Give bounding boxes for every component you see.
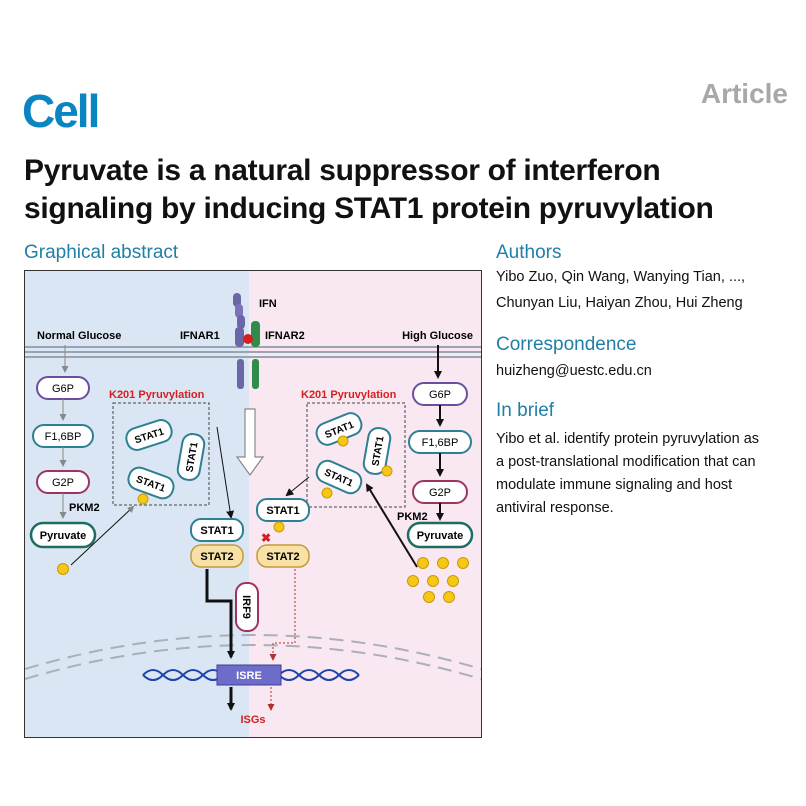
in-brief-line-2: a post-translational modification that c… — [496, 454, 756, 470]
correspondence-email[interactable]: huizheng@uestc.edu.cn — [496, 363, 652, 379]
k201-box-left — [112, 402, 210, 506]
f16bp-right: F1,6BP — [422, 437, 459, 449]
ifn-ligand-icon — [233, 293, 245, 329]
in-brief-line-1: Yibo et al. identify protein pyruvylatio… — [496, 431, 760, 447]
block-mark-icon: ✖ — [261, 531, 271, 545]
stat1-dimer-left: STAT1 — [200, 525, 233, 537]
stat1-right-b: STAT1 — [370, 435, 386, 467]
authors-heading: Authors — [496, 242, 562, 263]
signal-arrow-icon — [235, 408, 265, 477]
ifnar2-icon — [252, 359, 259, 389]
pyruvate-right: Pyruvate — [417, 530, 463, 542]
stat1-right-single: STAT1 — [266, 505, 299, 517]
authors-line-2: Chunyan Liu, Haiyan Zhou, Hui Zheng — [496, 295, 743, 311]
graphical-abstract-figure: IFN IFNAR1 IFNAR2 Normal Glucose G6P F1,… — [24, 270, 482, 738]
k201-box-right — [306, 402, 406, 508]
ifnar1-icon — [237, 359, 244, 389]
nuclear-envelope — [25, 634, 481, 680]
isre-box — [216, 664, 282, 686]
ifnar2-label: IFNAR2 — [265, 330, 305, 342]
pkm2-right: PKM2 — [397, 511, 428, 523]
k201-label-right: K201 Pyruvylation — [301, 389, 397, 401]
g2p-left: G2P — [52, 477, 74, 489]
cell-membrane — [25, 346, 481, 358]
g6p-right: G6P — [429, 389, 451, 401]
ifnar1-label: IFNAR1 — [180, 330, 220, 342]
high-glucose-label: High Glucose — [402, 330, 473, 342]
isgs-label: ISGs — [240, 714, 265, 726]
paper-title: Pyruvate is a natural suppressor of inte… — [24, 154, 714, 225]
pyruvate-left: Pyruvate — [40, 530, 86, 542]
graphical-abstract-svg: IFN IFNAR1 IFNAR2 Normal Glucose G6P F1,… — [25, 271, 481, 737]
pyruvate-dots-right — [407, 557, 469, 603]
authors-line-1: Yibo Zuo, Qin Wang, Wanying Tian, ..., — [496, 269, 746, 285]
stat1-left-b: STAT1 — [184, 441, 200, 473]
irf9-label: IRF9 — [240, 595, 252, 619]
isre-label: ISRE — [236, 670, 262, 682]
dna-helix — [142, 669, 360, 681]
normal-glucose-label: Normal Glucose — [37, 330, 121, 342]
correspondence-heading: Correspondence — [496, 334, 637, 355]
journal-logo: Cell — [22, 85, 100, 137]
in-brief-line-4: antiviral response. — [496, 500, 614, 516]
pyruvate-dot-left — [57, 563, 69, 575]
f16bp-left: F1,6BP — [45, 431, 82, 443]
g2p-right: G2P — [429, 487, 451, 499]
k201-label-left: K201 Pyruvylation — [109, 389, 205, 401]
in-brief-line-3: modulate immune signaling and host — [496, 477, 733, 493]
stat2-dimer-left: STAT2 — [200, 551, 233, 563]
g6p-left: G6P — [52, 383, 74, 395]
ifn-receptor — [233, 293, 260, 389]
pkm2-left: PKM2 — [69, 502, 100, 514]
article-type-label: Article — [700, 78, 788, 109]
normal-glucose-background — [25, 271, 249, 737]
stat2-right: STAT2 — [266, 551, 299, 563]
graphical-abstract-heading: Graphical abstract — [24, 242, 179, 263]
ifn-label: IFN — [259, 298, 277, 310]
in-brief-heading: In brief — [496, 400, 555, 421]
